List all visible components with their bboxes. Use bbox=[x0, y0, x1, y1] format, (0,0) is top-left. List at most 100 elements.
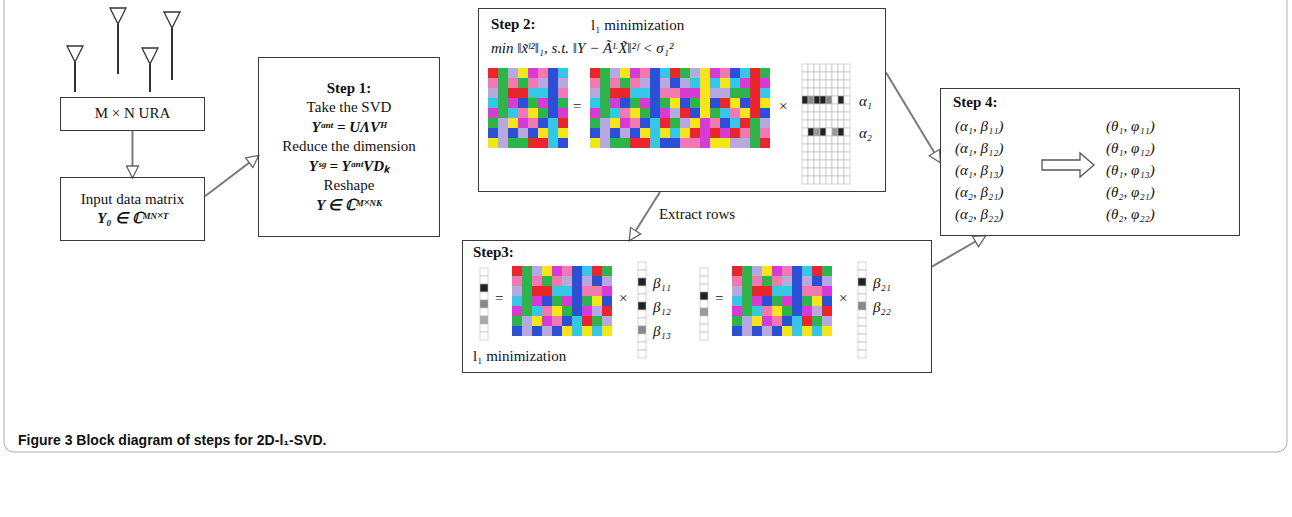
vector-cell bbox=[814, 128, 820, 136]
matrix-cell bbox=[488, 108, 498, 118]
matrix-cell bbox=[630, 98, 640, 108]
matrix-cell bbox=[640, 68, 650, 78]
vector-cell bbox=[814, 88, 820, 96]
matrix-cell bbox=[660, 78, 670, 88]
vector-cell bbox=[826, 136, 832, 144]
vector-cell bbox=[838, 120, 844, 128]
matrix-cell bbox=[750, 108, 760, 118]
matrix-cell bbox=[640, 128, 650, 138]
matrix-cell bbox=[518, 68, 528, 78]
matrix-cell bbox=[498, 78, 508, 88]
vector-cell bbox=[832, 128, 838, 136]
matrix-cell bbox=[730, 108, 740, 118]
matrix-cell bbox=[558, 138, 568, 148]
vector-cell bbox=[844, 136, 850, 144]
vector-cell bbox=[802, 144, 808, 152]
matrix-cell bbox=[582, 326, 592, 336]
node-text: (α₁, β₁₂) bbox=[955, 139, 1003, 159]
matrix-cell bbox=[690, 78, 700, 88]
matrix-cell bbox=[620, 108, 630, 118]
matrix-cell bbox=[782, 316, 792, 326]
matrix-cell bbox=[710, 78, 720, 88]
matrix-cell bbox=[630, 138, 640, 148]
matrix-cell bbox=[730, 78, 740, 88]
matrix-cell bbox=[572, 326, 582, 336]
vector-cell bbox=[480, 268, 488, 276]
vector-cell bbox=[858, 350, 866, 358]
vector-cell bbox=[802, 88, 808, 96]
matrix-cell bbox=[518, 108, 528, 118]
matrix-cell bbox=[538, 118, 548, 128]
matrix-cell bbox=[572, 286, 582, 296]
vector-cell bbox=[826, 176, 832, 184]
vector-cell bbox=[858, 286, 866, 294]
vector-cell bbox=[858, 334, 866, 342]
vector-cell bbox=[802, 96, 808, 104]
matrix-cell bbox=[602, 326, 612, 336]
matrix-cell bbox=[760, 138, 770, 148]
vector-cell bbox=[826, 72, 832, 80]
vector-cell bbox=[826, 168, 832, 176]
matrix-cell bbox=[582, 276, 592, 286]
vector-cell bbox=[820, 136, 826, 144]
node-text: Take the SVD bbox=[307, 98, 392, 118]
matrix-cell bbox=[822, 326, 832, 336]
node-text: β₂₂ bbox=[873, 298, 891, 318]
node-text: α₁ bbox=[859, 92, 872, 112]
matrix-cell bbox=[488, 118, 498, 128]
matrix-cell bbox=[528, 68, 538, 78]
matrix-cell bbox=[792, 326, 802, 336]
matrix-cell bbox=[670, 118, 680, 128]
matrix-cell bbox=[552, 286, 562, 296]
matrix-cell bbox=[582, 316, 592, 326]
node-text: M × N URA bbox=[95, 104, 171, 124]
matrix-cell bbox=[590, 108, 600, 118]
matrix-cell bbox=[572, 266, 582, 276]
vector-cell bbox=[802, 72, 808, 80]
matrix-cell bbox=[752, 296, 762, 306]
node-text: α₂ bbox=[859, 124, 872, 144]
matrix-cell bbox=[690, 108, 700, 118]
antenna-head bbox=[142, 48, 158, 64]
matrix-cell bbox=[488, 78, 498, 88]
vector-cell bbox=[826, 128, 832, 136]
vector-cell bbox=[808, 120, 814, 128]
matrix-cell bbox=[740, 138, 750, 148]
vector-cell bbox=[814, 72, 820, 80]
matrix-cell bbox=[538, 68, 548, 78]
vector-cell bbox=[808, 152, 814, 160]
node-text: β₁₁ bbox=[653, 274, 671, 294]
matrix-cell bbox=[620, 68, 630, 78]
vector-cell bbox=[826, 64, 832, 72]
matrix-cell bbox=[732, 286, 742, 296]
matrix-cell bbox=[620, 118, 630, 128]
matrix-cell bbox=[620, 98, 630, 108]
antenna-stem bbox=[117, 24, 119, 74]
matrix-cell bbox=[782, 296, 792, 306]
vector-cell bbox=[832, 144, 838, 152]
vector-cell bbox=[838, 104, 844, 112]
matrix-cell bbox=[762, 316, 772, 326]
vector-cell bbox=[638, 310, 646, 318]
matrix-cell bbox=[498, 138, 508, 148]
sparse-matrix bbox=[802, 64, 850, 184]
matrix-cell bbox=[700, 68, 710, 78]
vector-cell bbox=[802, 64, 808, 72]
matrix-cell bbox=[562, 326, 572, 336]
matrix-cell bbox=[562, 316, 572, 326]
matrix-cell bbox=[590, 138, 600, 148]
vector-cell bbox=[638, 294, 646, 302]
vector-cell bbox=[838, 136, 844, 144]
vector-cell bbox=[832, 80, 838, 88]
matrix-cell bbox=[590, 78, 600, 88]
matrix-cell bbox=[640, 88, 650, 98]
matrix-cell bbox=[522, 296, 532, 306]
matrix-cell bbox=[680, 118, 690, 128]
node-text: Y ∈ ℂᴹ˟ᴺᴷ bbox=[316, 196, 382, 216]
matrix-cell bbox=[740, 118, 750, 128]
vector-cell bbox=[838, 128, 844, 136]
matrix-cell bbox=[488, 88, 498, 98]
matrix-cell bbox=[620, 88, 630, 98]
vector-cell bbox=[808, 88, 814, 96]
antenna-symbol bbox=[67, 46, 83, 92]
